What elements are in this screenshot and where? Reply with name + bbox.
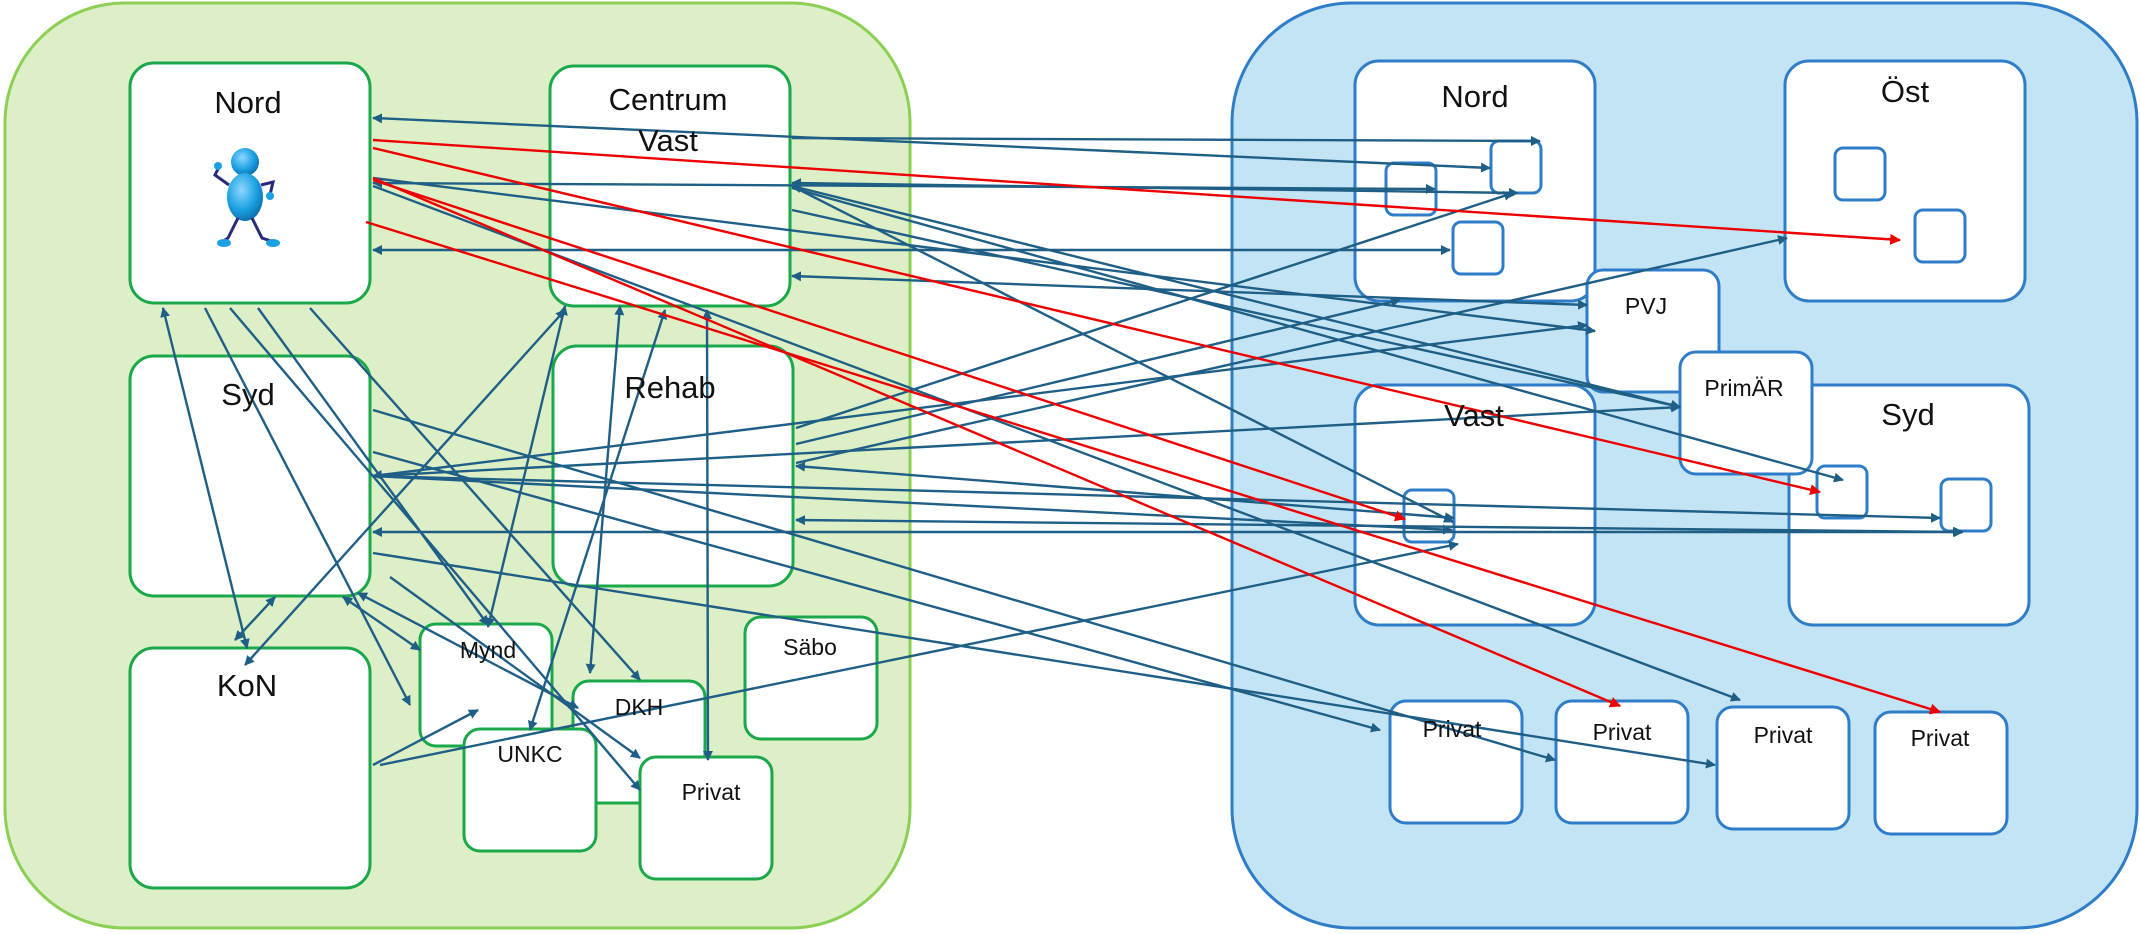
arrows: [160, 113, 1964, 791]
small-square: [1939, 477, 1993, 533]
left-unkc-label: UNKC: [497, 741, 562, 767]
left-vast-label: Vast: [638, 123, 698, 158]
left-privat-label: Privat: [682, 779, 741, 805]
red-flow-arrow: [372, 138, 1902, 245]
flow-arrow: [160, 307, 250, 649]
red-flow-arrow: [372, 176, 1622, 708]
flow-arrow: [372, 708, 479, 767]
right-privat4-label: Privat: [1911, 725, 1970, 751]
left-centrum-label: Centrum: [609, 82, 728, 117]
left-rehab-label: Rehab: [624, 370, 715, 405]
labels: Nord Centrum Vast Syd Rehab KoN Mynd DKH…: [214, 74, 1970, 805]
red-flow-arrow: [365, 220, 1942, 715]
left-syd-label: Syd: [221, 377, 274, 412]
right-privat1-box: [1388, 699, 1524, 825]
right-privat3-label: Privat: [1754, 722, 1813, 748]
red-flow-arrow: [372, 146, 1822, 496]
left-dkh-label: DKH: [615, 694, 664, 720]
flow-arrow: [372, 113, 1491, 173]
right-privat3-box: [1715, 705, 1851, 831]
small-square: [1489, 139, 1543, 195]
flow-arrow: [257, 307, 489, 626]
right-primar-box: [1678, 350, 1814, 476]
right-primar-label: PrimÄR: [1704, 375, 1783, 401]
left-kon-label: KoN: [217, 668, 277, 703]
right-privat2-box: [1554, 699, 1690, 825]
right-nord-label: Nord: [1441, 79, 1508, 114]
right-privat1-label: Privat: [1423, 716, 1482, 742]
small-square: [1451, 220, 1505, 276]
flow-arrow: [795, 461, 1455, 523]
left-nord-label: Nord: [214, 85, 281, 120]
right-ost-label: Öst: [1881, 74, 1930, 109]
right-vast-label: Vast: [1444, 398, 1504, 433]
flow-arrow: [791, 135, 1541, 146]
flow-arrow: [527, 309, 668, 731]
red-flow-arrow: [372, 178, 1407, 522]
right-syd-label: Syd: [1881, 397, 1934, 432]
left-privat-box: [638, 755, 774, 881]
person-figure-icon: [213, 148, 280, 247]
left-mynd-label: Mynd: [460, 637, 516, 663]
flow-arrow: [702, 309, 713, 761]
right-pvj-label: PVJ: [1625, 293, 1667, 319]
left-sabo-box: [743, 615, 879, 741]
right-privat2-label: Privat: [1593, 719, 1652, 745]
flow-arrow: [234, 596, 276, 641]
small-square: [1913, 208, 1967, 264]
right-syd-box: [1787, 383, 2031, 627]
small-square: [1833, 146, 1887, 202]
left-sabo-label: Säbo: [783, 634, 837, 660]
